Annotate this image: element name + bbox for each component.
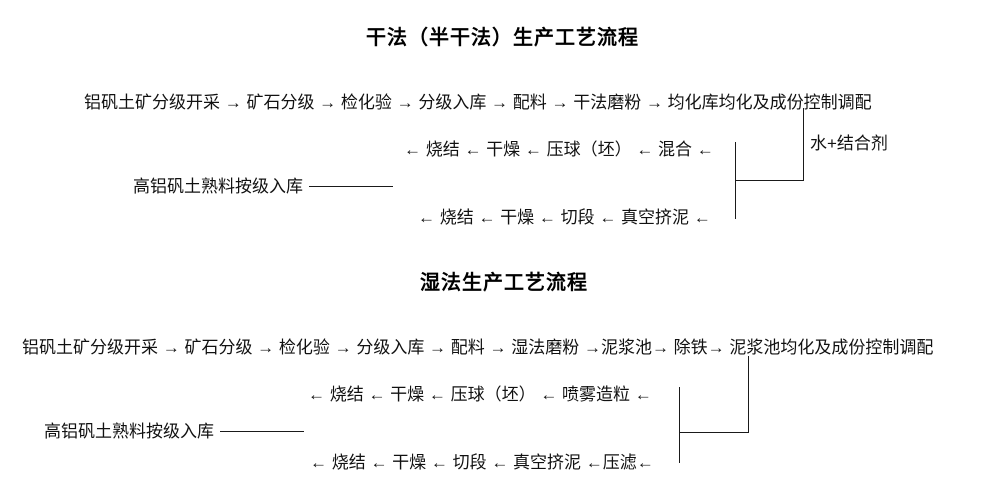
wet-connector-left-vertical — [679, 387, 680, 463]
dry-stock-text: 高铝矾土熟料按级入库 — [133, 177, 303, 196]
dry-connector-horizontal — [735, 180, 804, 181]
wet-second-flow-row: ← 烧结 ← 干燥 ← 压球（坯） ← 喷雾造粒 ← — [308, 385, 652, 404]
dry-main-flow-row: 铝矾土矿分级开采 → 矿石分级 → 检化验 → 分级入库 → 配料 → 干法磨粉… — [84, 93, 872, 112]
wet-stock-label: 高铝矾土熟料按级入库 — [44, 417, 304, 442]
dry-stock-label: 高铝矾土熟料按级入库 — [133, 172, 393, 197]
dry-second-flow-row: ← 烧结 ← 干燥 ← 压球（坯） ← 混合 ← — [404, 140, 714, 159]
wet-process-title: 湿法生产工艺流程 — [420, 272, 588, 294]
wet-stock-text: 高铝矾土熟料按级入库 — [44, 422, 214, 441]
wet-connector-right-vertical — [748, 356, 749, 433]
dry-connector-right-vertical — [803, 108, 804, 181]
dry-connector-left-vertical — [735, 142, 736, 219]
dry-additive-label: 水+结合剂 — [810, 134, 888, 153]
wet-stock-connector-line — [220, 430, 304, 432]
wet-third-flow-row: ← 烧结 ← 干燥 ← 切段 ← 真空挤泥 ←压滤← — [310, 453, 654, 472]
dry-process-title: 干法（半干法）生产工艺流程 — [366, 27, 639, 49]
wet-connector-horizontal — [679, 432, 749, 433]
dry-third-flow-row: ← 烧结 ← 干燥 ← 切段 ← 真空挤泥 ← — [418, 208, 711, 227]
dry-stock-connector-line — [309, 185, 393, 187]
wet-main-flow-row: 铝矾土矿分级开采 → 矿石分级 → 检化验 → 分级入库 → 配料 → 湿法磨粉… — [22, 338, 934, 357]
